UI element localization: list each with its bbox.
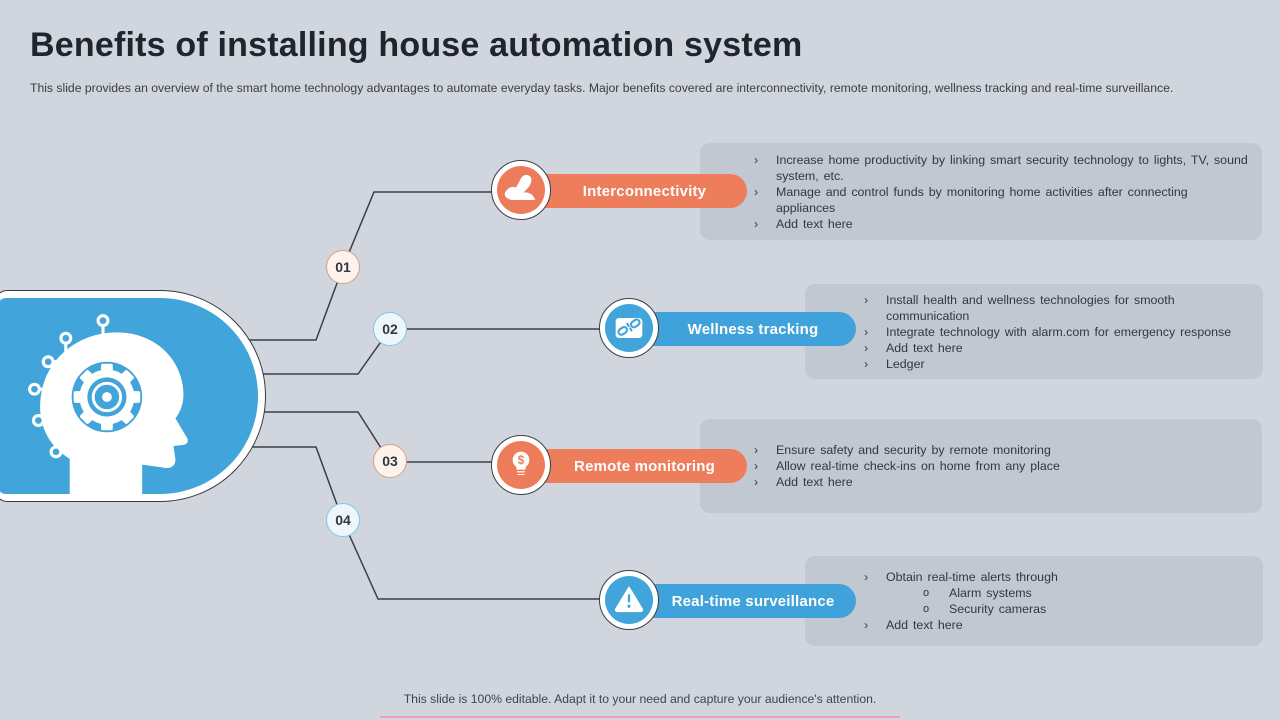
benefit-icon-circle-4 xyxy=(599,570,659,630)
bullet-marker: › xyxy=(864,618,869,632)
bullet-marker: › xyxy=(864,324,869,339)
bullet-item: ›Manage and control funds by monitoring … xyxy=(750,184,1250,216)
gear-icon xyxy=(71,361,143,433)
central-shape xyxy=(0,290,266,502)
bullet-item: ›Integrate technology with alarm.com for… xyxy=(860,324,1260,340)
bullet-item: ›Obtain real-time alerts through xyxy=(860,569,1260,585)
step-badge-02: 02 xyxy=(373,312,407,346)
bullet-marker: › xyxy=(754,459,759,473)
bicep-icon xyxy=(497,166,545,214)
benefit-pill-interconnectivity: Interconnectivity xyxy=(520,174,747,208)
benefit-pill-remote-monitoring: Remote monitoring xyxy=(520,449,747,483)
bullet-item: ›Allow real-time check-ins on home from … xyxy=(750,458,1255,474)
benefit-label: Interconnectivity xyxy=(582,182,707,200)
bullet-item: ›Add text here xyxy=(750,216,1250,232)
benefit-pill-real-time-surveillance: Real-time surveillance xyxy=(628,584,856,618)
benefit-text-box-3: ›Ensure safety and security by remote mo… xyxy=(700,419,1262,513)
footer-underline xyxy=(380,716,900,718)
benefit-icon-circle-2 xyxy=(599,298,659,358)
benefit-text-box-1: ›Increase home productivity by linking s… xyxy=(700,143,1262,240)
bullet-marker: › xyxy=(864,292,869,307)
bullet-marker: › xyxy=(754,475,759,489)
benefit-label: Wellness tracking xyxy=(687,320,819,338)
bullet-item: ›Add text here xyxy=(860,340,1260,356)
head-gear-icon xyxy=(27,314,188,495)
bullet-item: ›Ledger xyxy=(860,356,1260,372)
benefit-pill-wellness-tracking: Wellness tracking xyxy=(628,312,856,346)
slide-subtitle: This slide provides an overview of the s… xyxy=(30,81,1174,95)
step-badge-04: 04 xyxy=(326,503,360,537)
circuit-nodes-icon xyxy=(37,323,105,451)
bullet-marker: › xyxy=(864,570,869,584)
bullet-item: ›Install health and wellness technologie… xyxy=(860,292,1260,324)
benefit-icon-circle-1 xyxy=(491,160,551,220)
bullet-marker: › xyxy=(754,443,759,457)
bullet-marker: › xyxy=(754,216,759,231)
step-badge-01: 01 xyxy=(326,250,360,284)
slide-title: Benefits of installing house automation … xyxy=(30,26,803,64)
step-badge-03: 03 xyxy=(373,444,407,478)
svg-text:$: $ xyxy=(518,454,525,467)
bullet-item: ›Add text here xyxy=(750,474,1255,490)
bullet-list: ›Ensure safety and security by remote mo… xyxy=(700,442,1255,490)
sub-bullet-marker: o xyxy=(923,587,930,599)
benefit-icon-circle-3: $ xyxy=(491,435,551,495)
warning-icon xyxy=(605,576,653,624)
bullet-item: ›Increase home productivity by linking s… xyxy=(750,152,1250,184)
bulb-dollar-icon: $ xyxy=(497,441,545,489)
bullet-marker: › xyxy=(754,184,759,199)
bullet-list: ›Increase home productivity by linking s… xyxy=(700,152,1250,232)
benefit-text-box-2: ›Install health and wellness technologie… xyxy=(805,284,1263,379)
benefit-label: Remote monitoring xyxy=(574,457,715,475)
slide-footer: This slide is 100% editable. Adapt it to… xyxy=(403,692,877,706)
bullet-list: ›Install health and wellness technologie… xyxy=(805,292,1260,372)
broken-link-icon xyxy=(605,304,653,352)
bullet-marker: › xyxy=(864,356,869,371)
benefit-label: Real-time surveillance xyxy=(671,592,835,610)
bullet-marker: › xyxy=(864,340,869,355)
bullet-item: ›Add text here xyxy=(860,617,1260,633)
sub-bullet-marker: o xyxy=(923,603,930,615)
bullet-item: ›Ensure safety and security by remote mo… xyxy=(750,442,1255,458)
bullet-marker: › xyxy=(754,152,759,167)
